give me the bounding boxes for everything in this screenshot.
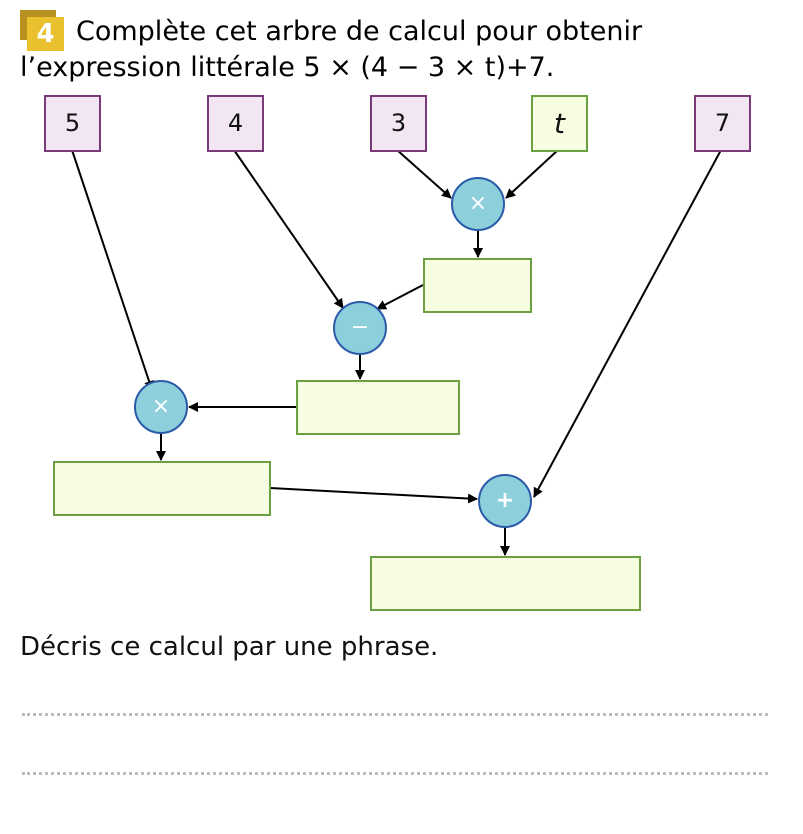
leaf-7: 7 — [694, 95, 751, 152]
leaf-t: t — [531, 95, 588, 152]
question-text: Décris ce calcul par une phrase. — [20, 632, 439, 662]
leaf-3: 3 — [370, 95, 427, 152]
exercise-number-badge: 4 — [20, 10, 64, 51]
instruction-line-1: Complète cet arbre de calcul pour obteni… — [76, 16, 643, 47]
answer-box-subtraction[interactable] — [296, 380, 460, 435]
answer-line-2[interactable] — [22, 772, 768, 775]
answer-box-product[interactable] — [53, 461, 271, 516]
multiply-operator-left: × — [134, 380, 188, 434]
arrow — [505, 149, 559, 199]
instruction-line-2: l’expression littérale 5 × (4 − 3 × t)+7… — [20, 52, 555, 83]
answer-line-1[interactable] — [22, 713, 768, 716]
minus-operator: − — [333, 301, 387, 355]
arrow — [71, 149, 154, 391]
arrow — [269, 487, 478, 504]
multiply-operator-top: × — [451, 177, 505, 231]
plus-operator: + — [478, 474, 532, 528]
arrow — [396, 149, 452, 199]
arrow — [376, 284, 424, 310]
answer-box-3t[interactable] — [423, 258, 532, 313]
answer-box-final[interactable] — [370, 556, 641, 611]
arrow — [233, 149, 344, 309]
leaf-5: 5 — [44, 95, 101, 152]
leaf-4: 4 — [207, 95, 264, 152]
arrow — [533, 149, 722, 498]
